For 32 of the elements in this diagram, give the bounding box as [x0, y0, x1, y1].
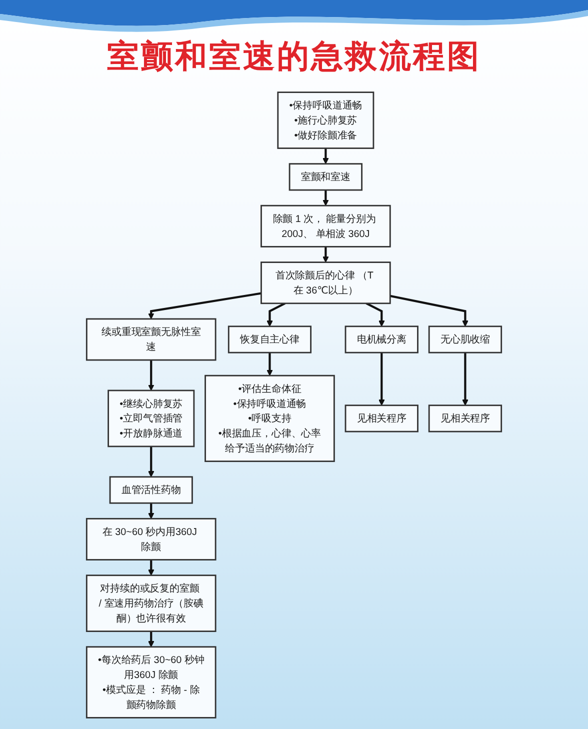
arrow: [378, 352, 385, 406]
arrow: [266, 302, 286, 327]
process-box: •评估生命体征 •保持呼吸道通畅 •呼吸支持 •根据血压，心律、心率给予适当的药物治疗: [204, 374, 335, 462]
arrow: [366, 302, 385, 327]
process-box: 室颤和室速: [288, 163, 362, 191]
arrow: [322, 190, 329, 206]
arrow: [148, 631, 154, 648]
process-box: 对持续的或反复的室颤 / 室速用药物治疗（胺碘酮）也许很有效: [86, 574, 216, 632]
arrow: [462, 352, 468, 406]
arrow: [148, 503, 154, 519]
process-box: 恢复自主心律: [228, 326, 312, 354]
process-box: 续或重现室颤无脉性室速: [86, 318, 216, 361]
process-box: 在 30~60 秒内用360J 除颤: [86, 518, 216, 560]
process-box: 首次除颤后的心律 （T 在 36℃以上）: [260, 262, 391, 304]
process-box: 电机械分离: [344, 326, 418, 354]
process-box: •每次给药后 30~60 秒钟用360J 除颤 •模式应是 ： 药物 - 除颤药物除颤: [86, 646, 216, 718]
process-box: •继续心肺复苏 •立即气管插管 •开放静脉通道: [108, 390, 195, 448]
process-box: 见相关程序: [344, 404, 418, 432]
process-box: 除颤 1 次， 能量分别为 200J、 单相波 360J: [260, 204, 391, 248]
arrow: [322, 246, 329, 263]
arrow: [148, 292, 262, 320]
process-box: 血管活性药物: [109, 476, 193, 504]
arrow: [148, 446, 154, 478]
arrow: [148, 560, 154, 576]
arrow: [322, 148, 329, 164]
title: 室颤和室速的急救流程图: [107, 37, 481, 76]
arrow: [390, 294, 468, 327]
process-box: 见相关程序: [428, 404, 502, 432]
process-box: 无心肌收缩: [428, 326, 502, 354]
arrow: [148, 360, 154, 391]
arrow: [266, 352, 273, 376]
process-box: •保持呼吸道通畅 •施行心肺复苏 •做好除颤准备: [277, 92, 374, 149]
